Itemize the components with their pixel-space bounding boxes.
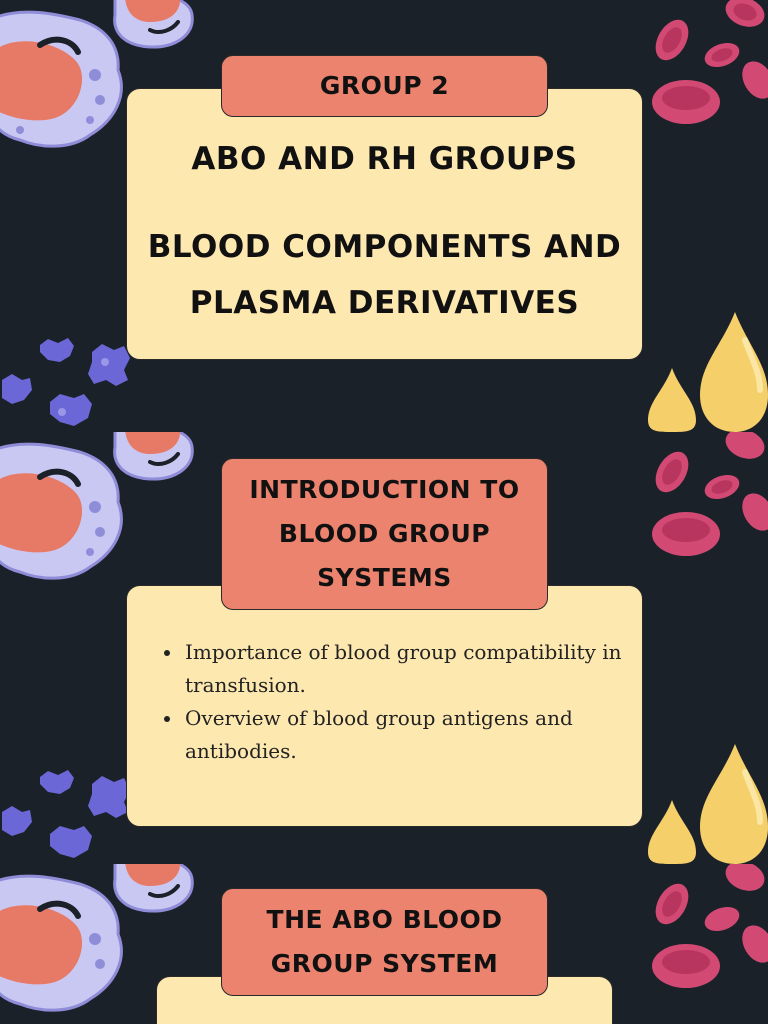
section-cover: ABO AND RH GROUPS BLOOD COMPONENTS AND P… xyxy=(0,0,768,432)
group-label: GROUP 2 xyxy=(319,71,450,100)
white-blood-cell-icon xyxy=(113,432,194,481)
section-heading-line: BLOOD GROUP xyxy=(278,519,491,548)
white-blood-cell-icon xyxy=(113,0,194,49)
white-blood-cell-icon xyxy=(113,864,194,913)
bacteria-icon xyxy=(2,338,130,426)
content-card: Importance of blood group compatibility … xyxy=(126,585,643,827)
decoration-layer xyxy=(0,432,768,864)
section-abo-system: THE ABO BLOOD GROUP SYSTEM xyxy=(0,864,768,1024)
decoration-layer xyxy=(0,0,768,432)
decoration-layer xyxy=(0,864,768,1012)
section-heading-line: GROUP SYSTEM xyxy=(270,949,499,978)
white-blood-cell-icon xyxy=(0,442,123,580)
red-blood-cell-icon xyxy=(652,864,768,988)
white-blood-cell-icon xyxy=(0,874,123,1012)
section-introduction: Importance of blood group compatibility … xyxy=(0,432,768,864)
list-item: Overview of blood group antigens and ant… xyxy=(183,702,643,768)
white-blood-cell-icon xyxy=(0,10,123,148)
droplet-icon xyxy=(648,744,768,864)
page-subtitle-line: PLASMA DERIVATIVES xyxy=(189,285,580,321)
section-heading-tab: THE ABO BLOOD GROUP SYSTEM xyxy=(221,888,548,996)
red-blood-cell-icon xyxy=(652,0,768,124)
group-tab: GROUP 2 xyxy=(221,55,548,117)
title-card: ABO AND RH GROUPS BLOOD COMPONENTS AND P… xyxy=(126,88,643,360)
section-heading-line: SYSTEMS xyxy=(317,563,452,592)
red-blood-cell-icon xyxy=(652,432,768,556)
bullet-list: Importance of blood group compatibility … xyxy=(149,636,643,768)
list-item: Importance of blood group compatibility … xyxy=(183,636,643,702)
page-subtitle-line: BLOOD COMPONENTS AND xyxy=(147,229,622,265)
page-title-line: ABO AND RH GROUPS xyxy=(191,141,578,177)
section-heading-tab: INTRODUCTION TO BLOOD GROUP SYSTEMS xyxy=(221,458,548,610)
section-heading-line: THE ABO BLOOD xyxy=(266,905,503,934)
droplet-icon xyxy=(648,312,768,432)
bacteria-icon xyxy=(2,770,130,858)
section-heading-line: INTRODUCTION TO xyxy=(249,475,520,504)
